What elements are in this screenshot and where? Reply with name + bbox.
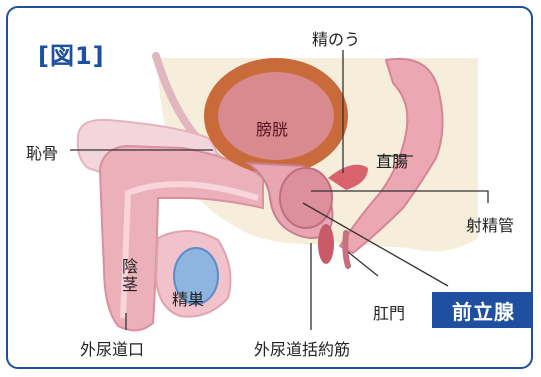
label-seminal-vesicle: 精のう — [312, 30, 361, 49]
anal-canal — [342, 230, 351, 269]
urethra-line — [120, 181, 259, 319]
bladder-inner — [218, 72, 334, 160]
figure-card: [図1] 精のう 膀胱 恥骨 直腸 射精管 陰茎 精巣 肛門 前立腺 外尿道口 … — [6, 6, 533, 369]
label-anus: 肛門 — [373, 304, 406, 323]
label-testis: 精巣 — [172, 290, 205, 309]
rectum-shape — [338, 57, 444, 255]
label-ejaculatory-duct: 射精管 — [466, 216, 515, 235]
leader-anus — [347, 251, 379, 277]
label-bladder: 膀胱 — [256, 120, 289, 139]
testis-shape — [173, 247, 219, 305]
leader-prostate — [302, 202, 449, 287]
label-prostate-highlight: 前立腺 — [432, 292, 531, 328]
prostate-shape — [279, 167, 333, 229]
label-rectum: 直腸 — [376, 152, 409, 171]
label-penis: 陰茎 — [119, 258, 138, 294]
label-urethral-sphincter: 外尿道括約筋 — [254, 340, 351, 359]
figure-label: [図1] — [38, 42, 105, 70]
label-pubic-bone: 恥骨 — [26, 144, 59, 163]
anatomy-illustration — [70, 50, 489, 332]
label-urethral-opening: 外尿道口 — [80, 340, 145, 359]
seminal-vesicle-shape — [328, 164, 368, 190]
sphincter-shape — [318, 224, 334, 264]
leader-ejaculatory-duct — [311, 190, 489, 203]
